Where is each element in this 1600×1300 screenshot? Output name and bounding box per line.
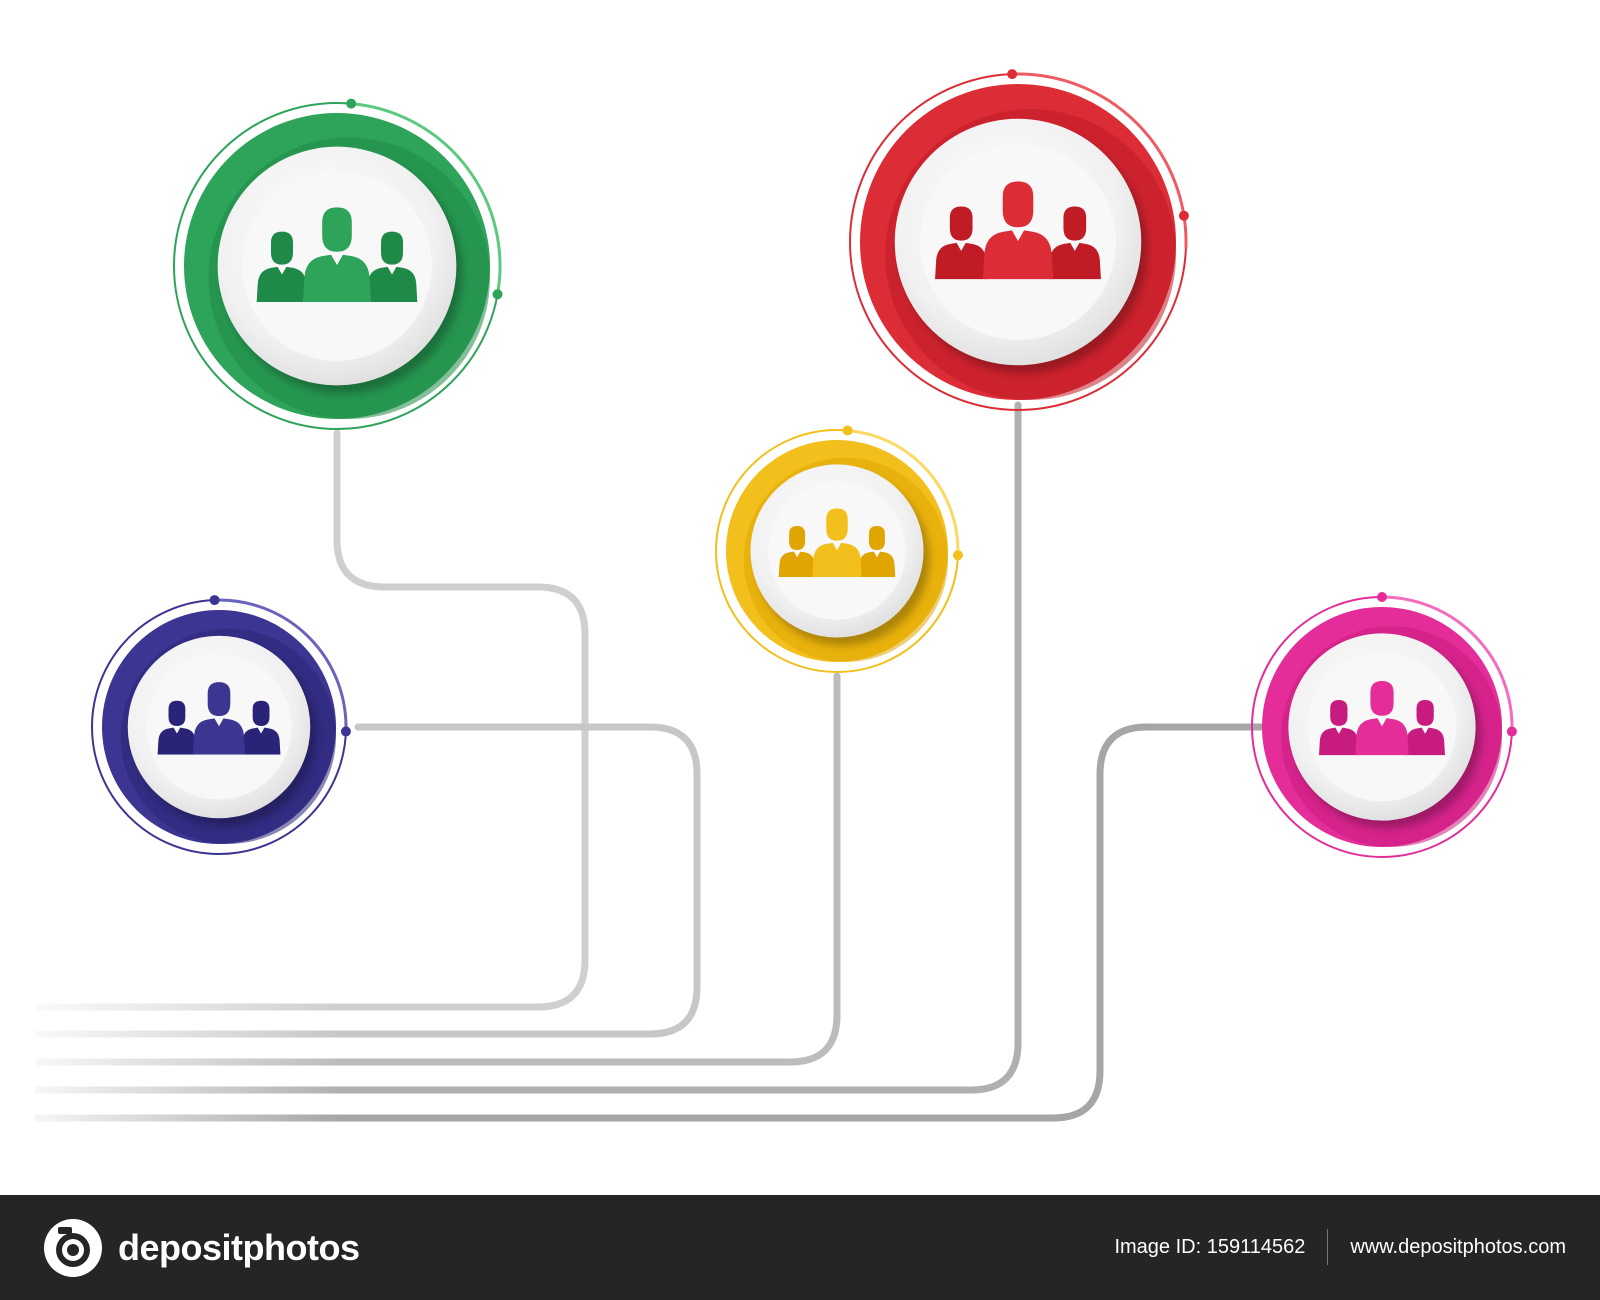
node-dot bbox=[1178, 210, 1189, 221]
node-green[interactable] bbox=[173, 98, 503, 430]
node-dot bbox=[1007, 69, 1018, 80]
node-navy[interactable] bbox=[91, 595, 351, 855]
image-meta: Image ID: 159114562 www.depositphotos.co… bbox=[1114, 1229, 1566, 1265]
node-dot bbox=[340, 726, 351, 737]
node-dot bbox=[1506, 726, 1517, 737]
camera-icon bbox=[44, 1219, 102, 1277]
node-arc bbox=[1381, 595, 1514, 732]
website-link[interactable]: www.depositphotos.com bbox=[1350, 1235, 1566, 1258]
connector-green bbox=[34, 429, 589, 1011]
node-arc bbox=[214, 598, 348, 732]
node-dot bbox=[346, 98, 357, 109]
connector-magenta bbox=[34, 723, 1267, 1122]
node-arc bbox=[1012, 72, 1188, 248]
connector-navy bbox=[34, 723, 701, 1038]
node-red[interactable] bbox=[849, 69, 1189, 411]
node-dot bbox=[952, 550, 963, 561]
node-dot bbox=[842, 425, 853, 436]
node-magenta[interactable] bbox=[1251, 592, 1517, 858]
node-dot bbox=[209, 595, 220, 606]
connector-lines bbox=[34, 401, 1267, 1122]
diagram-canvas bbox=[0, 69, 1517, 1130]
image-id: Image ID: 159114562 bbox=[1114, 1235, 1306, 1258]
connector-red bbox=[34, 401, 1022, 1094]
footer-bar: depositphotos Image ID: 159114562 www.de… bbox=[0, 1195, 1600, 1300]
meta-divider bbox=[1327, 1229, 1329, 1265]
node-dot bbox=[1377, 592, 1387, 602]
node-dot bbox=[492, 289, 503, 300]
connector-yellow bbox=[34, 672, 841, 1066]
node-arc bbox=[351, 102, 502, 295]
node-arc bbox=[847, 428, 960, 556]
brand-name: depositphotos bbox=[118, 1227, 360, 1268]
node-yellow[interactable] bbox=[715, 425, 963, 673]
brand-logo[interactable]: depositphotos bbox=[42, 1213, 360, 1283]
